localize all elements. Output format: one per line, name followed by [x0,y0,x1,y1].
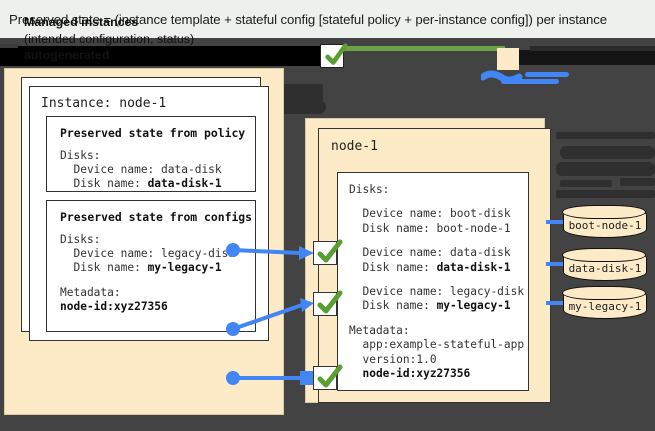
node-metadata-label: Metadata: [349,323,410,337]
disk-cylinder-icon-data: data-disk-1 [562,248,647,281]
node-metadata-nodeid-text: node-id:xyz27356 [349,367,471,381]
details-gap-1 [338,197,528,207]
redaction-bar-top-right-2 [530,46,655,51]
node-entry-1-diskname-label: Disk name: [349,260,437,274]
redaction-blob [620,178,655,186]
check-glyph [317,239,343,263]
configs-line-disks: Disks: [60,233,101,246]
policy-line-device: Device name: data-disk [60,163,222,177]
disk-cylinder-icon-legacy: my-legacy-1 [562,286,647,319]
node-entry-1-device: Device name: data-disk [349,246,511,260]
configs-spacer [60,276,255,286]
node-label: node-1 [331,139,378,154]
node-entry-0-device: Device name: boot-disk [349,207,511,221]
details-top-gap [338,173,528,183]
policy-line-disks: Disks: [60,149,101,162]
disk-cylinder-icon-boot: boot-node-1 [562,205,647,238]
node-disks-label: Disks: [349,183,390,196]
node-entry-2-diskname-value: my-legacy-1 [436,299,511,313]
check-mark-icon-legacy-disk [313,290,343,316]
instance-label: Instance: node-1 [41,96,167,111]
preserved-state-from-configs-box: Preserved state from configs Disks: Devi… [46,200,256,332]
details-gap-2 [338,236,528,246]
node-entry-2-device: Device name: legacy-disk [349,285,525,299]
redaction-blob [560,180,612,187]
node-entry-2-diskname-label: Disk name: [349,299,437,313]
redaction-bar-top-right [519,50,655,65]
managed-instances-title: Managed instances (intended configuratio… [24,14,274,64]
node-entry-0-diskname: Disk name: boot-node-1 [349,221,511,235]
node-details-box: Disks: Device name: boot-disk Disk name:… [337,172,529,391]
redaction-bar-top-small [0,44,18,48]
check-glyph [317,290,343,314]
beige-chip-top [497,48,519,70]
redaction-blob [556,132,655,139]
green-divider-rule [336,46,505,51]
check-mark-icon-data-disk [313,239,343,265]
bottom-dark-strip [284,403,655,431]
node-metadata-app: app:example-stateful-app [349,338,525,352]
check-glyph [317,364,343,388]
configs-metadata-value: node-id:xyz27356 [60,300,255,314]
check-glyph [325,43,348,65]
check-mark-icon-top [320,43,348,68]
disk-label-2: my-legacy-1 [568,299,642,313]
redaction-blob [560,146,655,159]
policy-diskname-value: data-disk-1 [147,177,222,191]
configs-metadata-value-text: node-id:xyz27356 [60,299,168,313]
details-gap-4 [338,314,528,324]
node-metadata-nodeid: node-id:xyz27356 [349,367,528,381]
page-title: Preserved state = (instance template + s… [0,0,655,38]
preserved-state-from-policy-box: Preserved state from policy Disks: Devic… [46,116,256,192]
configs-line-device: Device name: legacy-disk [60,247,236,261]
blue-squiggle-icon [481,70,569,84]
redaction-blob [556,162,655,176]
configs-metadata-label: Metadata: [60,285,121,299]
configs-box-heading: Preserved state from configs [60,210,253,224]
node-entry-2-diskname: Disk name: my-legacy-1 [349,299,528,313]
node-entry-1-diskname-value: data-disk-1 [436,260,511,274]
node-entry-1-diskname: Disk name: data-disk-1 [349,261,528,275]
disk-label-0: boot-node-1 [568,218,642,232]
configs-diskname-value: my-legacy-1 [147,261,222,275]
details-gap-3 [338,275,528,285]
check-mark-icon-metadata [313,364,343,390]
node-metadata-version: version:1.0 [349,352,437,366]
configs-diskname-label: Disk name: [60,261,148,275]
redaction-bar-top [0,46,344,66]
policy-diskname-label: Disk name: [60,177,148,191]
managed-instances-title-line1: Managed instances [24,15,139,29]
managed-instances-title-line3: autogenerated [24,48,110,62]
configs-line-diskname: Disk name: my-legacy-1 [60,261,255,275]
policy-line-diskname: Disk name: data-disk-1 [60,177,255,191]
redaction-blob [556,190,655,198]
disk-label-1: data-disk-1 [568,261,642,275]
policy-box-heading: Preserved state from policy [60,126,246,140]
managed-instances-title-line2: (intended configuration, status) [24,31,195,46]
